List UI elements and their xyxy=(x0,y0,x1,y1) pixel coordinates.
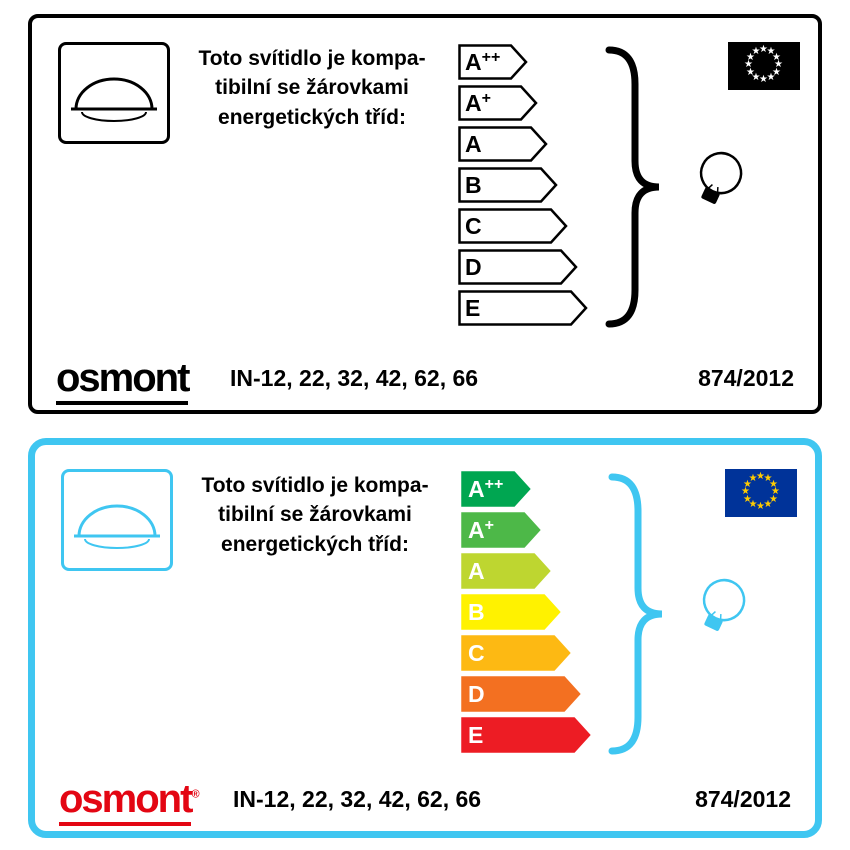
eu-flag: ★★★★★★★★★★★★ xyxy=(728,42,800,90)
compat-line-1: Toto svítidlo je kompa- xyxy=(201,474,429,497)
registered-mark: ® xyxy=(191,788,200,801)
eu-star-icon: ★ xyxy=(768,493,778,505)
eu-star-icon: ★ xyxy=(766,71,776,83)
energy-class-letter: D xyxy=(465,254,482,280)
energy-class-letter: C xyxy=(465,213,482,239)
compat-line-3: energetických tříd: xyxy=(221,532,409,556)
energy-class-arrow-B: B xyxy=(461,594,561,630)
energy-class-arrow-E: E xyxy=(461,717,591,753)
energy-class-arrow-C: C xyxy=(458,208,568,244)
compat-line-2: tibilní se žárovkami xyxy=(218,503,412,527)
compat-line-1: Toto svítidlo je kompa- xyxy=(198,47,426,70)
compat-line-3: energetických tříd: xyxy=(218,105,406,129)
eu-star-icon: ★ xyxy=(743,478,752,490)
eu-star-icon: ★ xyxy=(771,66,781,78)
compatibility-text: Toto svítidlo je kompa- tibilní se žárov… xyxy=(170,471,460,559)
ceiling-lamp-icon xyxy=(71,77,157,122)
eu-star-icon: ★ xyxy=(766,46,776,57)
eu-star-icon: ★ xyxy=(743,493,752,505)
energy-class-arrow-A++: A++ xyxy=(458,44,528,80)
curly-brace-icon xyxy=(605,46,660,328)
energy-class-letter: A xyxy=(468,558,485,584)
product-codes: IN-12, 22, 32, 42, 62, 66 xyxy=(230,365,479,391)
eu-star-icon: ★ xyxy=(763,498,773,510)
energy-class-arrow-A++: A++ xyxy=(461,471,531,507)
energy-class-letter: B xyxy=(465,172,482,198)
energy-class-arrow-A: A xyxy=(458,126,548,162)
regulation-number: 874/2012 xyxy=(698,365,794,391)
light-bulb-icon xyxy=(702,578,746,631)
luminaire-icon-box xyxy=(61,469,173,571)
brand-logo-text: osmont xyxy=(56,356,190,405)
energy-class-arrow-A: A xyxy=(461,553,551,589)
eu-star-icon: ★ xyxy=(759,44,768,55)
luminaire-icon-box xyxy=(58,42,170,144)
energy-class-letter: D xyxy=(468,681,485,707)
energy-label-monochrome: Toto svítidlo je kompa- tibilní se žárov… xyxy=(28,14,822,414)
eu-star-icon: ★ xyxy=(771,486,780,497)
light-bulb-icon xyxy=(699,151,743,204)
energy-class-arrow-A+: A+ xyxy=(461,512,541,548)
energy-class-letter: C xyxy=(468,640,485,666)
energy-class-letter: E xyxy=(465,295,480,321)
eu-star-icon: ★ xyxy=(768,478,778,490)
eu-star-icon: ★ xyxy=(771,51,781,63)
eu-star-icon: ★ xyxy=(756,501,765,512)
energy-class-arrow-A+: A+ xyxy=(458,85,538,121)
eu-flag: ★★★★★★★★★★★★ xyxy=(725,469,797,517)
eu-star-icon: ★ xyxy=(748,473,758,484)
energy-class-letter: A xyxy=(465,131,482,157)
energy-class-letter: B xyxy=(468,599,485,625)
eu-star-icon: ★ xyxy=(744,59,753,70)
ceiling-lamp-icon xyxy=(74,504,160,549)
eu-star-icon: ★ xyxy=(751,71,761,83)
energy-class-arrow-E: E xyxy=(458,290,588,326)
compatibility-text: Toto svítidlo je kompa- tibilní se žárov… xyxy=(167,44,457,132)
eu-star-icon: ★ xyxy=(759,74,768,85)
eu-star-icon: ★ xyxy=(756,471,765,482)
energy-class-arrow-D: D xyxy=(458,249,578,285)
energy-class-arrow-B: B xyxy=(458,167,558,203)
eu-star-icon: ★ xyxy=(746,66,755,78)
eu-star-icon: ★ xyxy=(763,473,773,484)
curly-brace-icon xyxy=(608,473,663,755)
eu-star-icon: ★ xyxy=(741,486,750,497)
brand-logo: osmont xyxy=(56,356,190,405)
energy-class-arrow-C: C xyxy=(461,635,571,671)
eu-star-icon: ★ xyxy=(751,46,761,57)
product-codes: IN-12, 22, 32, 42, 62, 66 xyxy=(233,786,482,812)
energy-class-arrow-D: D xyxy=(461,676,581,712)
brand-logo: osmont® xyxy=(59,777,200,826)
eu-star-icon: ★ xyxy=(748,498,758,510)
regulation-number: 874/2012 xyxy=(695,786,791,812)
energy-label-color: Toto svítidlo je kompa- tibilní se žárov… xyxy=(28,438,822,838)
eu-star-icon: ★ xyxy=(774,59,783,70)
energy-class-letter: E xyxy=(468,722,483,748)
compat-line-2: tibilní se žárovkami xyxy=(215,76,409,100)
eu-star-icon: ★ xyxy=(746,51,755,63)
brand-logo-text: osmont xyxy=(59,777,193,826)
